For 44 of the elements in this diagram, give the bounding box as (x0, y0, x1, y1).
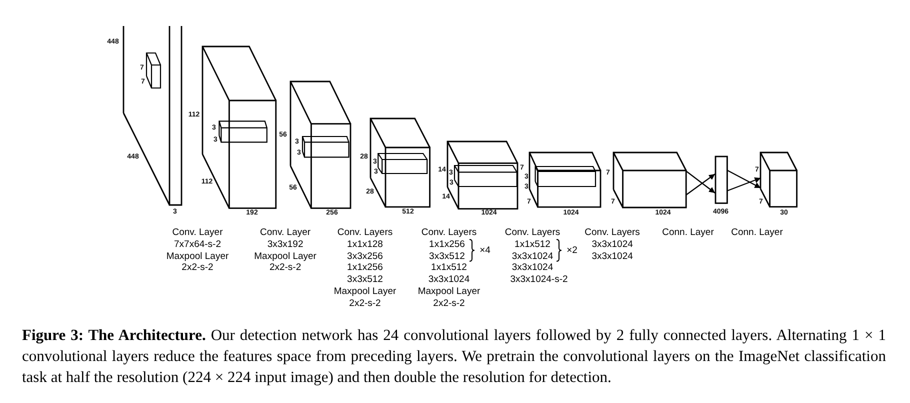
arrow (726, 170, 761, 188)
layer-label: Conv. Layers (337, 228, 393, 238)
input-slab (122, 26, 182, 206)
layer-label: 3x3x1024 (592, 251, 633, 262)
layer-label: 3x3x256 (347, 251, 383, 262)
layer-label: 7x7x64-s-2 (174, 240, 221, 250)
layer-label: Maxpool Layer (254, 251, 316, 262)
layer-label: 2x2-s-2 (182, 263, 214, 274)
layer-label: 1x1x256 (347, 263, 383, 274)
output-cuboid (759, 151, 798, 208)
layer-label: 1x1x256 (429, 240, 465, 250)
layer-label: 1x1x128 (347, 240, 383, 250)
dense-layer-bar (714, 154, 728, 204)
figure-caption: Figure 3: The Architecture. Our detection network has 24 convolutional layers followed by 2 fully connected layers. Alternating 1 × 1 convolutional layers reduce the features space from preceding layers. We pretrain the convolutional layers on the ImageNet classification task at half the resolution (224 × 224 input image) and then double the resolution for detection. (22, 326, 886, 388)
layer-label: Conn. Layer (662, 228, 714, 238)
feature-cuboid (288, 80, 352, 210)
layer-label: Conv. Layers (421, 228, 477, 238)
layer-label: 1x1x512 (431, 263, 467, 274)
layer-label: 3x3x1024 (428, 274, 470, 286)
layer-label: Maxpool Layer (334, 286, 396, 298)
layer-label: 3x3x1024 (512, 251, 554, 262)
feature-cuboid (528, 151, 602, 209)
layer-label: 3x3x512 (347, 274, 383, 286)
layer-label: 2x2-s-2 (433, 298, 465, 310)
layer-label: 3x3x1024-s-2 (510, 274, 568, 286)
layer-label: Maxpool Layer (166, 251, 229, 262)
repeat-count: ×4 (480, 245, 490, 256)
layer-label: 3x3x1024 (512, 263, 554, 274)
layer-label: Conv. Layers (584, 228, 640, 238)
layer-label: 2x2-s-2 (349, 298, 381, 310)
layer-label: 3x3x192 (267, 240, 304, 250)
layer-label: Conv. Layers (504, 228, 560, 238)
layer-label: Conn. Layer (731, 228, 783, 238)
feature-cuboid (612, 151, 688, 210)
layer-label: 3x3x512 (429, 251, 465, 262)
layer-label: Conv. Layer (172, 228, 223, 238)
repeat-count: ×2 (566, 245, 578, 256)
arrow (726, 177, 761, 192)
layer-label: 2x2-s-2 (269, 263, 302, 274)
feature-cuboid (200, 44, 278, 210)
layer-label: Conv. Layer (260, 228, 311, 238)
layer-label: 1x1x512 (514, 240, 550, 250)
layer-label: 3x3x1024 (592, 240, 633, 250)
layer-label: Maxpool Layer (418, 286, 480, 298)
